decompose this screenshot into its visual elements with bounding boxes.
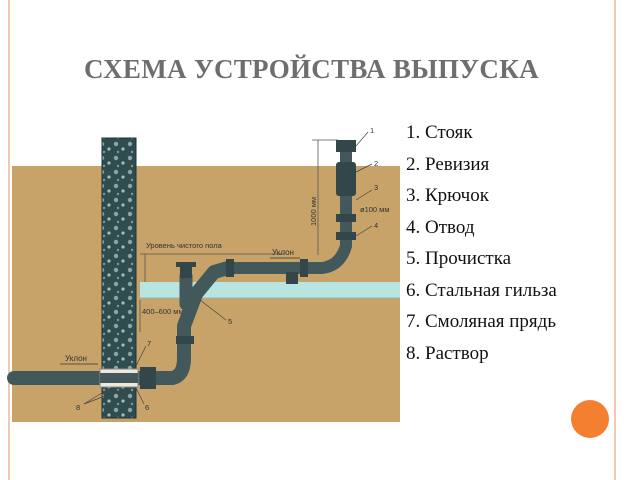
depth-dimension-text: 400–600 мм (142, 307, 184, 316)
outlet-socket (140, 367, 156, 389)
callout-5: 5 (228, 317, 232, 326)
slope-label-lower: Уклон (65, 354, 87, 363)
legend-item: 1. Стояк (406, 122, 473, 143)
legend-item: 3. Крючок (406, 185, 489, 206)
legend-item: 4. Отвод (406, 216, 475, 238)
height-dimension-text: 1000 мм (309, 197, 318, 226)
pipe-support (286, 272, 298, 284)
legend-item: 8. Раствор (406, 342, 489, 364)
riser-hook (336, 214, 356, 222)
legend-item: 7. Смоляная прядь (406, 311, 556, 332)
slide-frame-right (614, 0, 616, 480)
callout-2: 2 (374, 159, 378, 168)
slide-frame-left (8, 0, 10, 480)
pipe-through-wall (100, 373, 138, 383)
riser-bend-socket (336, 232, 356, 240)
floor-slab (140, 282, 400, 298)
callout-1: 1 (370, 126, 374, 135)
legend-item: 2. Ревизия (406, 153, 490, 175)
decorative-orange-circle (571, 400, 609, 438)
callout-3: 3 (374, 183, 378, 192)
callout-4: 4 (374, 221, 378, 230)
riser-top-socket (336, 140, 356, 152)
revision-fitting (336, 162, 356, 196)
cleanout-plug (176, 262, 196, 267)
legend-item: 6. Стальная гильза (406, 279, 557, 301)
bend-socket (176, 336, 194, 344)
callout-7: 7 (147, 339, 151, 348)
callout-8: 8 (76, 403, 80, 412)
slide-title: СХЕМА УСТРОЙСТВА ВЫПУСКА (84, 54, 539, 84)
cleanout-cap (180, 264, 192, 278)
slope-label-upper: Уклон (272, 248, 294, 257)
riser-pipe (222, 144, 352, 274)
pipe-socket-1 (226, 259, 234, 277)
pipe-socket-2 (300, 259, 308, 277)
legend-item: 5. Прочистка (406, 248, 512, 269)
callout-leaders (83, 131, 373, 405)
floor-level-label: Уровень чистого пола (146, 241, 223, 250)
callout-6: 6 (145, 403, 149, 412)
legend-list: 1. Стояк 2. Ревизия 3. Крючок 4. Отвод 5… (406, 117, 557, 369)
pipe-fittings (140, 140, 356, 389)
callout-numbers: 1 2 3 4 5 6 7 8 (76, 126, 378, 412)
pipe-diameter-text: ø100 мм (360, 205, 390, 214)
